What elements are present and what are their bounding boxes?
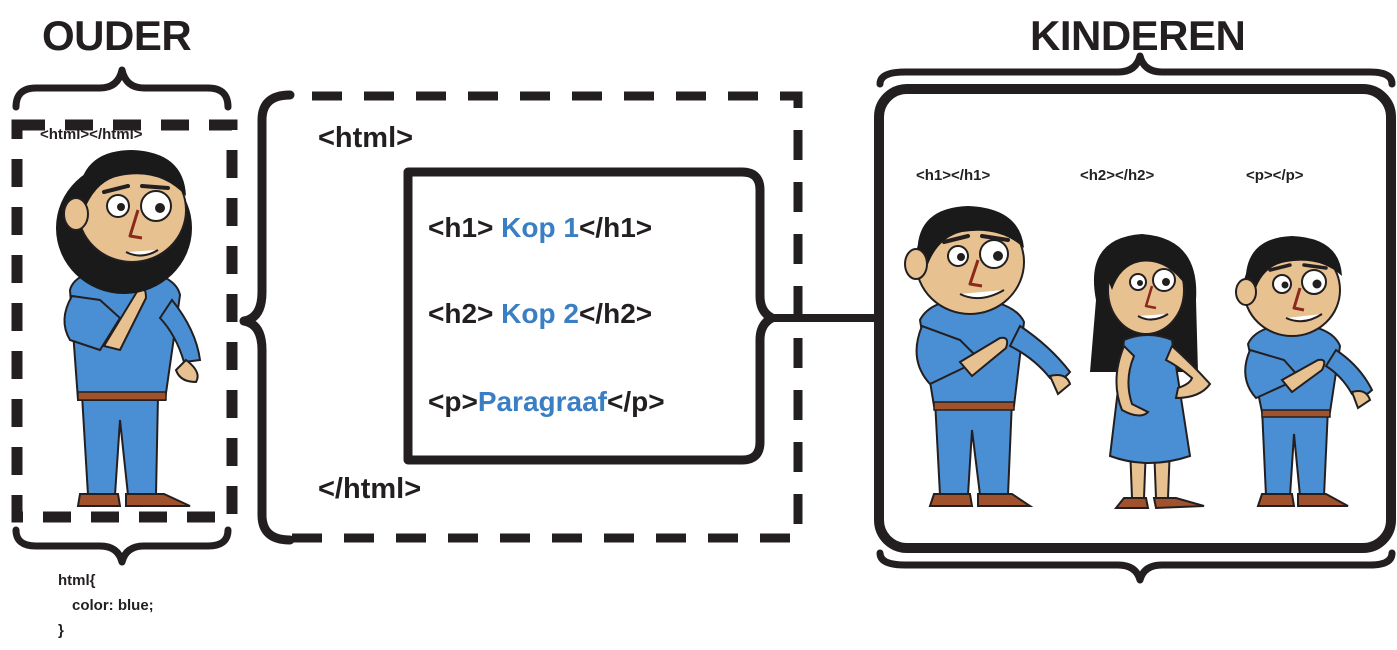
parent-tag-label: <html></html>	[40, 126, 143, 143]
child-character-h2	[1090, 234, 1212, 510]
inner-code-box	[403, 167, 777, 465]
code-line-h1-close: </h1>	[578, 212, 653, 243]
code-line-h2-content: Kop 2	[501, 298, 579, 329]
parent-bottom-brace	[12, 526, 232, 566]
parent-character	[56, 150, 202, 507]
code-line-h2-open: <h2>	[428, 298, 502, 329]
css-code-line-1: html{	[58, 572, 96, 589]
css-code-line-2: color: blue;	[72, 597, 154, 614]
css-code-line-3: }	[58, 622, 64, 639]
code-line-p: <p>Paragraaf</p>	[428, 388, 665, 416]
css-code-block: html{ color: blue; }	[58, 568, 154, 643]
html-close-tag: </html>	[318, 473, 422, 505]
parent-title: OUDER	[42, 12, 192, 59]
parent-top-brace	[12, 66, 232, 111]
code-line-h1-content: Kop 1	[501, 212, 579, 243]
code-line-p-content: Paragraaf	[477, 386, 607, 417]
children-top-brace	[876, 52, 1396, 88]
code-line-h2: <h2> Kop 2</h2>	[428, 300, 652, 328]
code-line-p-open: <p>	[428, 386, 478, 417]
code-line-h1-open: <h1>	[428, 212, 502, 243]
child-tag-h2: <h2></h2>	[1080, 167, 1155, 184]
html-block-brace	[239, 90, 295, 545]
code-line-p-close: </p>	[607, 386, 665, 417]
children-bottom-brace	[876, 549, 1396, 584]
parent-dashed-frame	[11, 119, 238, 523]
child-character-h1	[904, 206, 1072, 507]
children-title: KINDEREN	[1030, 12, 1246, 59]
child-tag-h1: <h1></h1>	[916, 167, 991, 184]
code-line-h1: <h1> Kop 1</h1>	[428, 214, 652, 242]
child-tag-p: <p></p>	[1246, 167, 1304, 184]
child-character-p	[1235, 236, 1374, 507]
html-open-tag: <html>	[318, 122, 414, 154]
code-line-h2-close: </h2>	[578, 298, 653, 329]
children-frame	[874, 84, 1396, 553]
